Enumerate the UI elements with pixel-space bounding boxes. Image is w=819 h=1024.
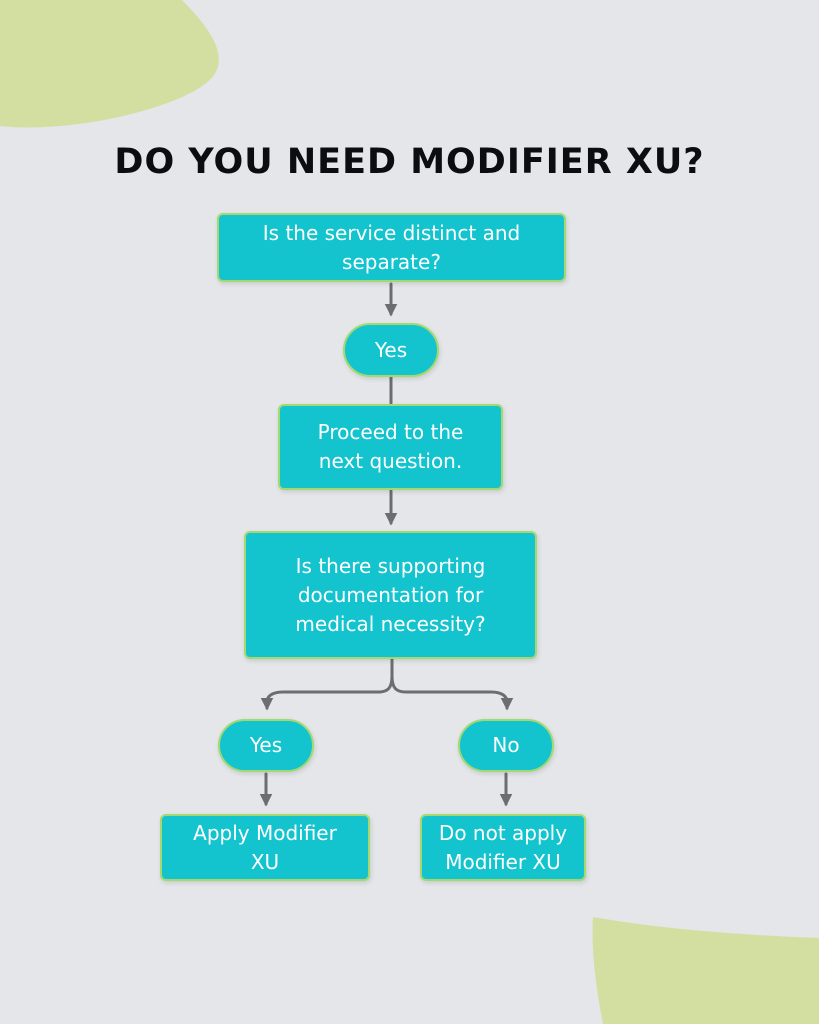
fork-branch-right-arrow bbox=[390, 674, 514, 711]
fork-branch-left-arrow bbox=[260, 674, 394, 711]
node-proceed-next: Proceed to the next question. bbox=[278, 404, 503, 490]
page-title: DO YOU NEED MODIFIER XU? bbox=[114, 142, 705, 182]
corner-blob-top-left bbox=[0, 0, 219, 128]
node-answer-no: No bbox=[458, 719, 554, 772]
node-answer-yes-2: Yes bbox=[218, 719, 314, 772]
corner-blob-bottom-right bbox=[592, 917, 819, 1024]
node-outcome-apply: Apply Modifier XU bbox=[160, 814, 370, 881]
node-q-supporting-docs: Is there supporting documentation for me… bbox=[244, 531, 537, 659]
node-outcome-do-not-apply: Do not apply Modifier XU bbox=[420, 814, 586, 881]
node-answer-yes-1: Yes bbox=[343, 323, 439, 377]
node-q-service-distinct: Is the service distinct and separate? bbox=[217, 213, 566, 282]
